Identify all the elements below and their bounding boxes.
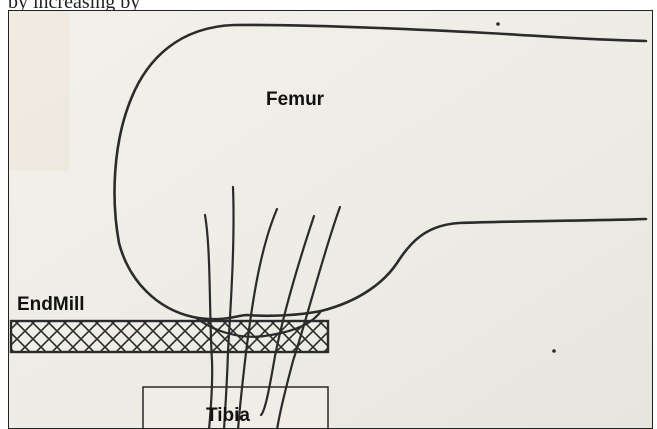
pen-dot-top bbox=[496, 22, 500, 26]
paper-left-tint bbox=[9, 11, 69, 171]
endmill-label: EndMill bbox=[17, 294, 85, 315]
endmill-bar bbox=[11, 321, 328, 352]
sketch-diagram: Femur EndMill Tibia bbox=[9, 11, 653, 429]
figure-frame: Femur EndMill Tibia bbox=[8, 10, 653, 429]
femur-label: Femur bbox=[266, 89, 325, 110]
tibia-label: Tibia bbox=[206, 405, 250, 426]
pen-dot-right bbox=[552, 349, 556, 353]
